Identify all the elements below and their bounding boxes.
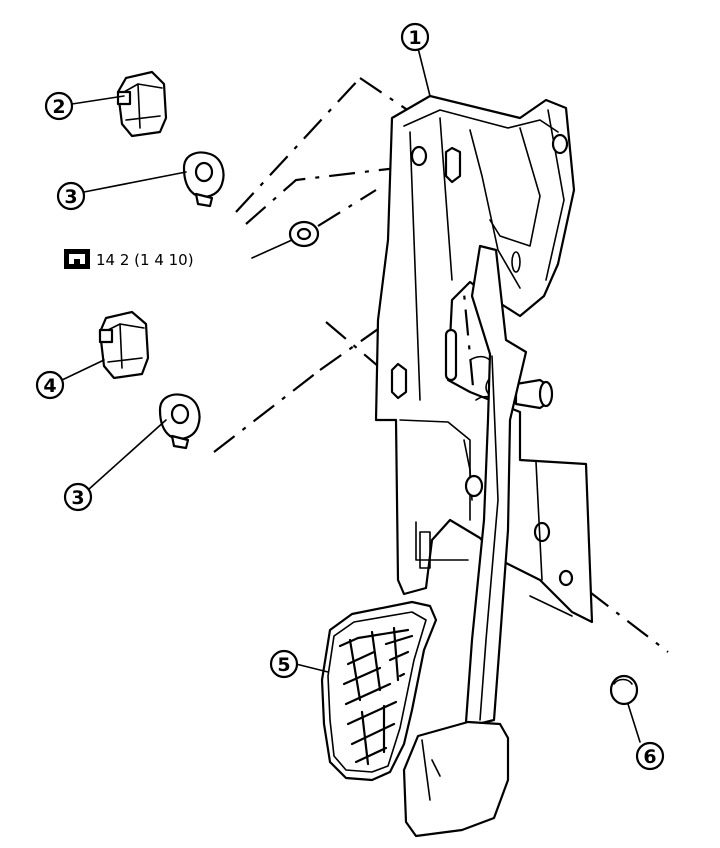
callout-2: 2: [44, 91, 74, 121]
callout-6: 6: [635, 741, 665, 771]
callout-5: 5: [269, 649, 299, 679]
switch-lower: [98, 310, 150, 380]
callout-2-label: 2: [52, 96, 65, 118]
pedal-stopper-cap: [609, 674, 639, 706]
pedal-pad: [320, 600, 438, 782]
callout-3-upper: 3: [56, 181, 86, 211]
callout-4-label: 4: [43, 375, 56, 397]
callout-5-label: 5: [277, 654, 290, 676]
torque-spec-text: 14 2 (1 4 10): [96, 251, 194, 269]
torque-wrench-icon: [64, 249, 90, 269]
callout-4: 4: [35, 370, 65, 400]
pedal-arm: [402, 244, 528, 838]
leader-lines: [61, 47, 641, 743]
callout-3-lower-label: 3: [71, 487, 84, 509]
callout-1-label: 1: [408, 27, 421, 49]
switch-upper: [116, 70, 168, 138]
callout-6-label: 6: [643, 746, 656, 768]
callout-3-lower: 3: [63, 482, 93, 512]
pad-ribs: [338, 626, 414, 766]
lock-nut-lower: [158, 393, 201, 450]
callout-3-upper-label: 3: [64, 186, 77, 208]
flange-nut: [288, 220, 320, 248]
callout-1: 1: [400, 22, 430, 52]
torque-spec: 14 2 (1 4 10): [64, 249, 194, 269]
pedal-bracket: [374, 94, 594, 624]
lock-nut-upper: [182, 151, 225, 208]
